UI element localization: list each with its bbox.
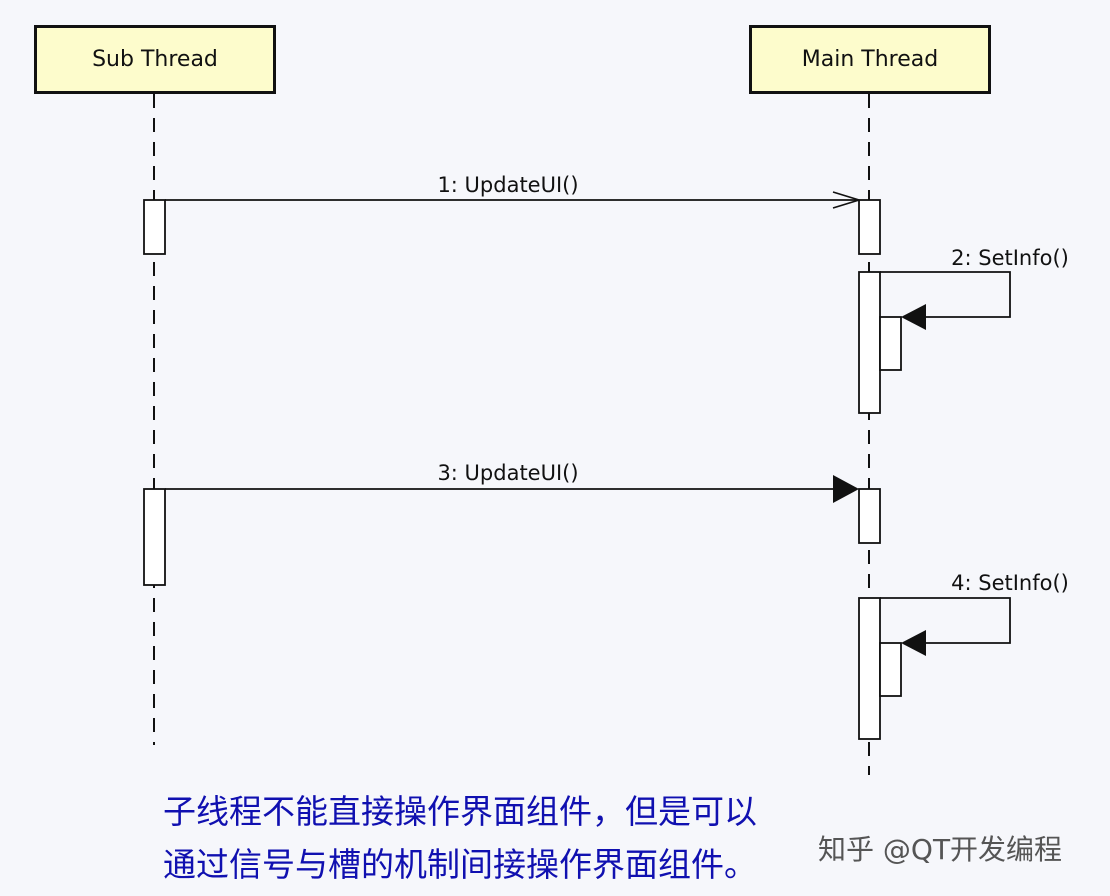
message-1-label: 1: UpdateUI() <box>437 173 578 197</box>
activation-bar <box>879 642 902 697</box>
watermark: 知乎 @QT开发编程 <box>818 833 1063 866</box>
caption-line-1: 子线程不能直接操作界面组件，但是可以 <box>163 792 757 831</box>
lifeline-label-sub-thread: Sub Thread <box>92 47 218 72</box>
caption-line-2: 通过信号与槽的机制间接操作界面组件。 <box>163 845 757 884</box>
lifeline-box-sub-thread: Sub Thread <box>34 25 276 94</box>
activation-bar <box>858 199 881 255</box>
lifeline-label-main-thread: Main Thread <box>801 47 939 72</box>
activation-bar <box>143 488 166 586</box>
sequence-diagram: 1: UpdateUI() 2: SetInfo() 3: UpdateUI()… <box>143 94 1069 775</box>
message-2-line <box>880 271 1011 318</box>
message-2-arrowhead <box>901 304 926 330</box>
activation-bar <box>143 199 166 255</box>
activation-bar <box>858 271 881 414</box>
lifeline-box-main-thread: Main Thread <box>749 25 991 94</box>
activation-bar <box>858 597 881 740</box>
message-4-arrowhead <box>901 630 926 656</box>
message-4-label: 4: SetInfo() <box>951 571 1069 595</box>
activation-bar <box>879 316 902 371</box>
message-3-arrowhead <box>833 475 859 503</box>
message-3-label: 3: UpdateUI() <box>437 461 578 485</box>
message-2-label: 2: SetInfo() <box>951 246 1069 270</box>
activation-bar <box>858 488 881 544</box>
message-4-line <box>880 597 1011 644</box>
